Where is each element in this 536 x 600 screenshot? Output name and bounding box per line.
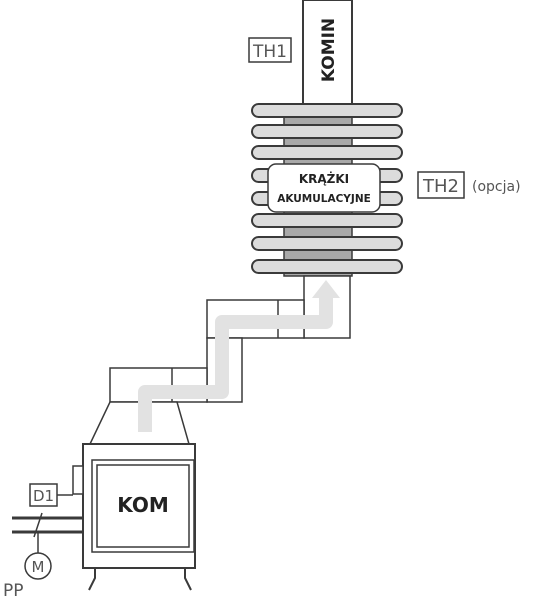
ring (251, 236, 403, 251)
rings-label-line2: AKUMULACYJNE (277, 193, 371, 205)
ring (251, 145, 403, 160)
sensor-th1-label: TH1 (252, 42, 287, 62)
rings-label-line1: KRĄŻKI (299, 171, 349, 186)
chimney: KOMIN (302, 0, 353, 105)
sensor-d1: D1 (29, 483, 73, 507)
flue-pipe (88, 275, 351, 445)
air-supply-label: PP (3, 581, 24, 600)
motor: M (24, 552, 52, 580)
motor-label: M (32, 558, 45, 576)
ring (251, 103, 403, 118)
ring (251, 124, 403, 139)
rings-label-box (267, 163, 381, 213)
air-supply (12, 465, 84, 553)
chimney-label: KOMIN (319, 18, 339, 82)
sensor-th1: TH1 (248, 37, 292, 63)
sensor-th2-note: (opcja) (472, 179, 521, 195)
fireplace-label: KOM (117, 493, 169, 517)
accumulation-rings: KRĄŻKI AKUMULACYJNE (251, 103, 403, 277)
sensor-th2-label: TH2 (422, 176, 459, 197)
ring (251, 213, 403, 228)
ring (251, 259, 403, 274)
sensor-th2: TH2 (opcja) (417, 171, 521, 199)
sensor-d1-label: D1 (33, 487, 54, 505)
fireplace: KOM (82, 443, 196, 591)
flow-arrow (138, 280, 340, 432)
